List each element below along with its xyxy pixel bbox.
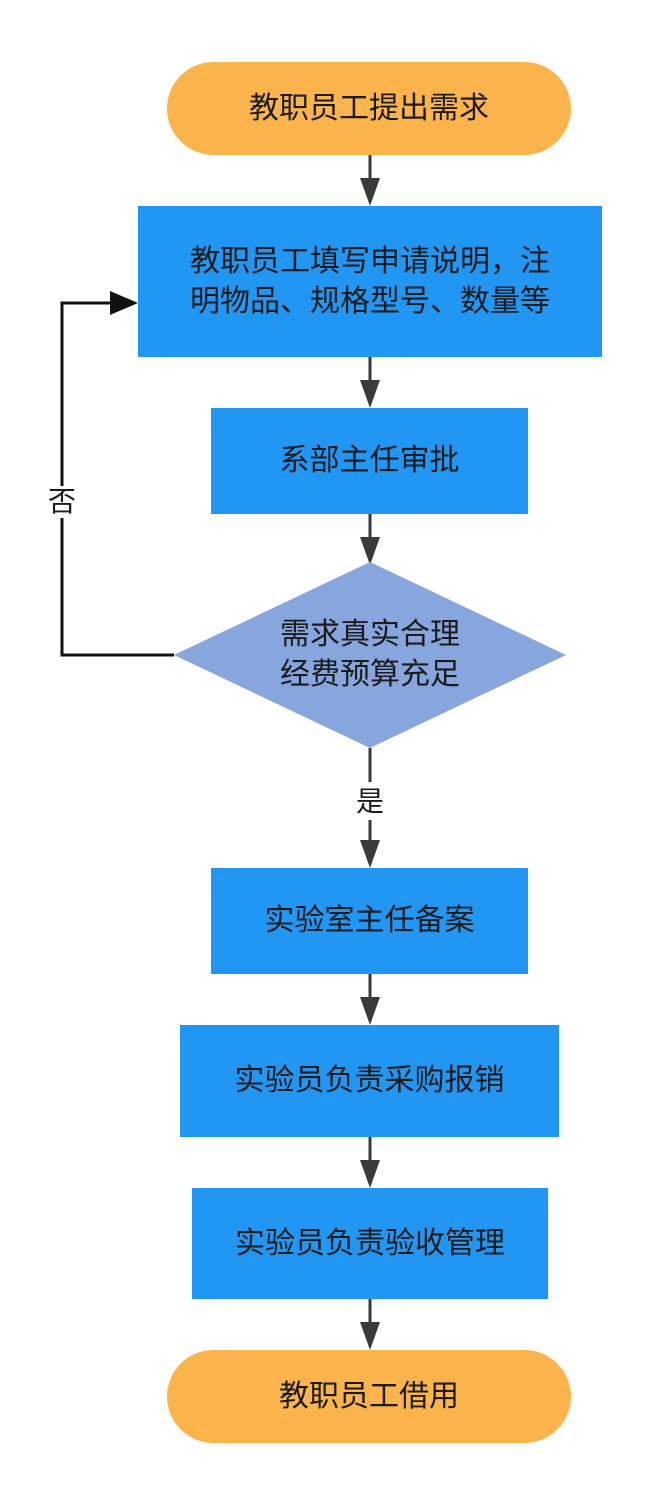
acceptance-label: 实验员负责验收管理 <box>235 1225 505 1261</box>
edge-label-no: 否 <box>46 485 78 518</box>
purchase-label: 实验员负责采购报销 <box>234 1063 505 1098</box>
start-node: 教职员工提出需求 <box>167 62 571 155</box>
arrowhead-purchase-to-acceptance <box>360 1160 380 1188</box>
dept-approval-label: 系部主任审批 <box>279 443 460 478</box>
lab-director-record-label: 实验室主任备案 <box>264 903 475 938</box>
end-label: 教职员工借用 <box>279 1378 459 1414</box>
start-label: 教职员工提出需求 <box>249 90 489 126</box>
end-node: 教职员工借用 <box>167 1350 571 1443</box>
arrowhead-start-to-fill <box>360 178 380 206</box>
decision-label: 需求真实合理 经费预算充足 <box>220 615 520 695</box>
decision-label-line-1: 需求真实合理 <box>280 617 460 652</box>
dept-approval-node: 系部主任审批 <box>211 408 528 514</box>
edge-no-loop <box>60 301 174 657</box>
decision-diamond <box>174 562 566 748</box>
lab-director-record-node: 实验室主任备案 <box>211 868 528 974</box>
purchase-node: 实验员负责采购报销 <box>180 1025 559 1137</box>
edge-label-yes: 是 <box>354 785 386 818</box>
decision-label-line-2: 经费预算充足 <box>280 657 460 692</box>
arrowhead-dept-to-decision <box>360 537 380 565</box>
fill-request-label: 教职员工填写申请说明，注明物品、规格型号、数量等 <box>190 243 550 319</box>
arrowhead-acceptance-to-end <box>360 1322 380 1350</box>
acceptance-node: 实验员负责验收管理 <box>192 1188 548 1299</box>
arrowhead-fill-to-dept <box>360 380 380 408</box>
arrowhead-no-loop <box>110 291 138 315</box>
fill-request-node: 教职员工填写申请说明，注明物品、规格型号、数量等 <box>138 206 602 357</box>
arrowhead-to-lab <box>360 840 380 868</box>
arrowhead-lab-to-purchase <box>360 997 380 1025</box>
